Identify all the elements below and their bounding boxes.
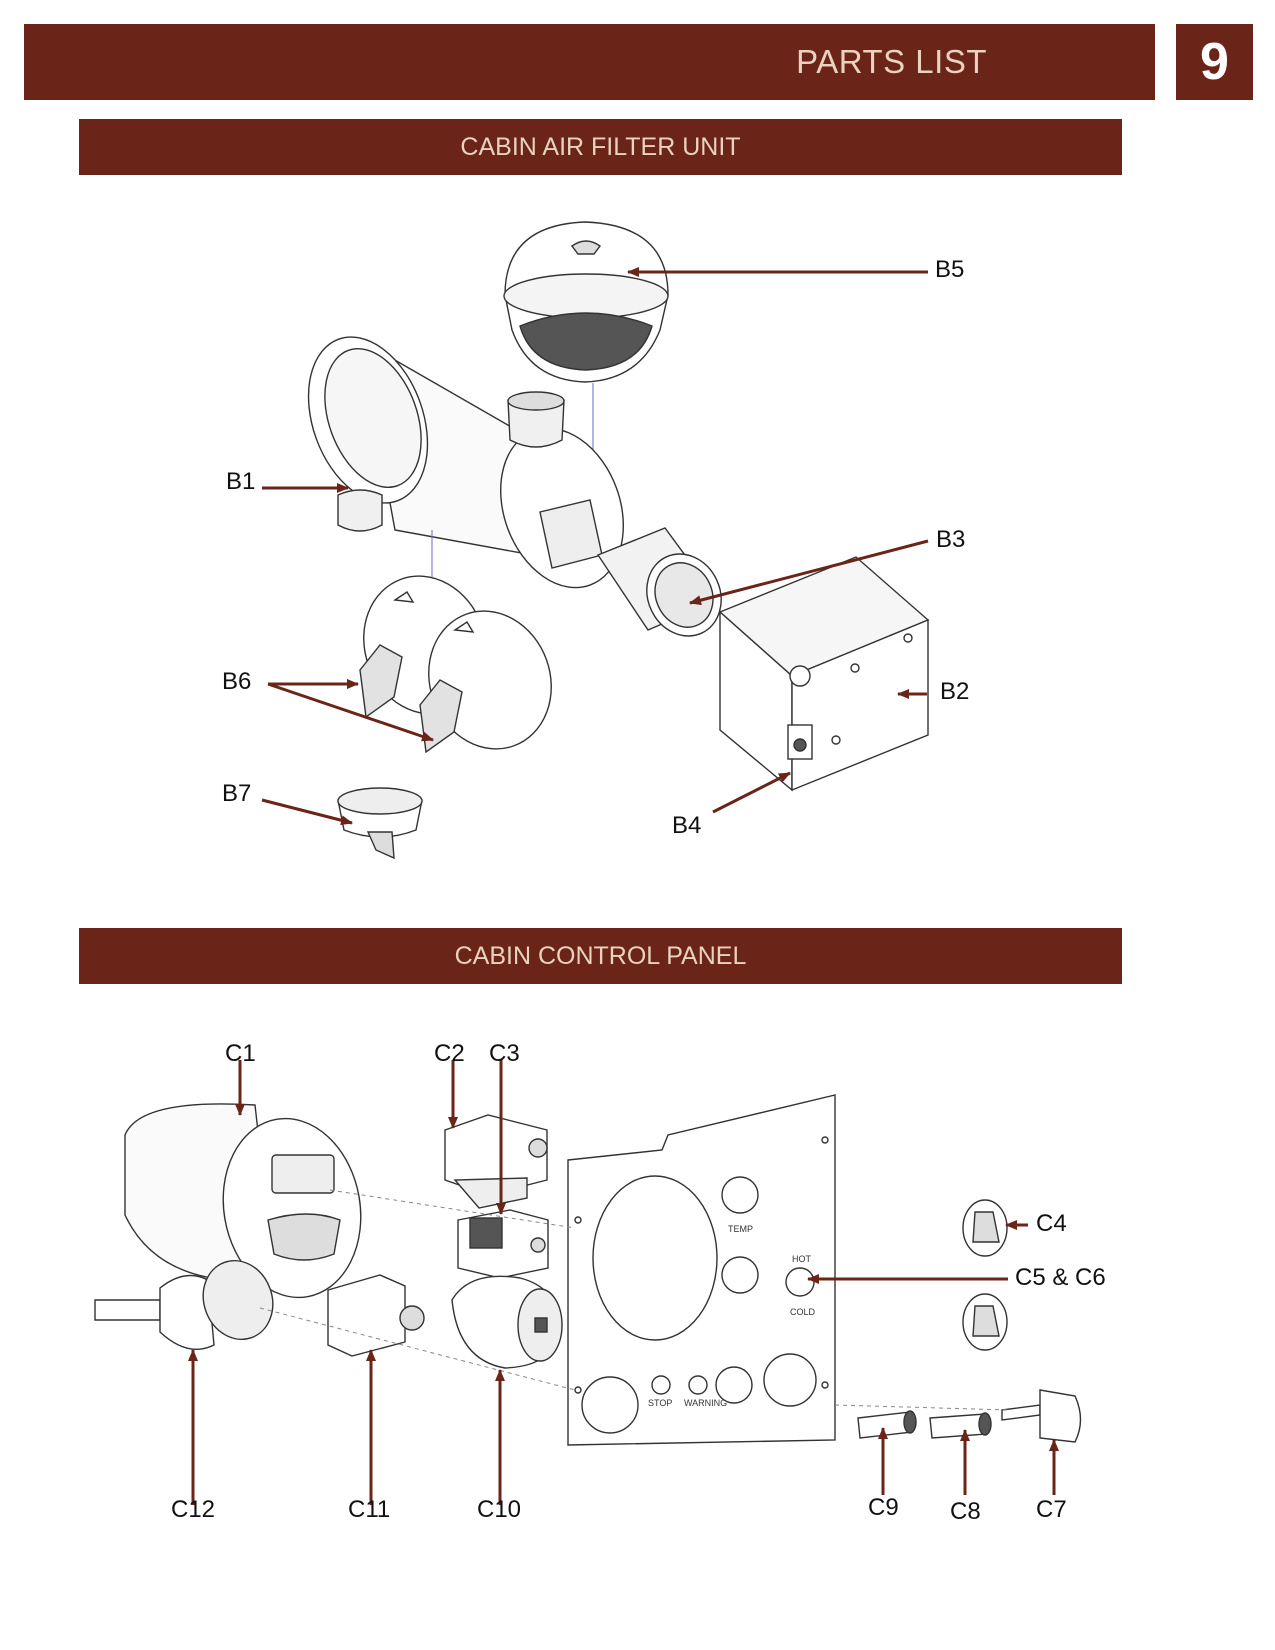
callout-b3: B3 [936,526,966,553]
page-title: PARTS LIST [796,43,987,80]
section-title-cabin-air-filter-unit: CABIN AIR FILTER UNIT [79,119,1122,175]
callout-b6: B6 [222,668,252,695]
panel-label-stop: STOP [648,1398,672,1408]
callout-c12: C12 [171,1496,216,1523]
fan-box-b2 [718,556,930,792]
power-socket-c12 [94,1259,274,1350]
section-title-cabin-control-panel: CABIN CONTROL PANEL [79,928,1122,984]
panel-label-cold: COLD [790,1307,816,1317]
ignition-switch-c10 [451,1275,563,1369]
lamp-c9 [857,1410,917,1439]
callout-c1: C1 [225,1040,256,1067]
callout-c2: C2 [434,1040,465,1067]
callout-c4: C4 [1036,1210,1067,1237]
key-c7 [1001,1389,1082,1443]
callout-c9: C9 [868,1494,899,1521]
switch-c3 [457,1209,549,1279]
callout-c7: C7 [1036,1496,1067,1523]
callout-c11: C11 [348,1496,391,1523]
gauge-c1 [124,1103,362,1299]
callout-b2: B2 [940,678,970,705]
callout-c8: C8 [950,1498,981,1525]
page-number: 9 [1176,24,1253,100]
control-faceplate [567,1094,836,1446]
panel-label-hot: HOT [792,1254,812,1264]
solenoid-c2 [444,1114,548,1209]
callout-b1: B1 [226,468,256,495]
callout-b7: B7 [222,780,252,807]
callout-c3: C3 [489,1040,520,1067]
callout-c10: C10 [477,1496,522,1523]
hose-adapter-b3 [596,527,722,637]
panel-label-temp: TEMP [728,1224,753,1234]
panel-label-warning: WARNING [684,1398,727,1408]
filter-housing-b1 [307,336,624,589]
callout-b4: B4 [672,812,702,839]
lamp-c8 [929,1412,992,1439]
relay-c11 [327,1274,425,1357]
filter-cover-b5 [503,221,669,383]
knob-c4 [962,1199,1008,1257]
header-bar: PARTS LIST [24,24,1155,100]
callout-b5: B5 [935,256,965,283]
knob-c5-c6 [962,1293,1008,1351]
callout-c5-c6: C5 & C6 [1015,1264,1106,1291]
drain-cap-b7 [337,787,423,860]
